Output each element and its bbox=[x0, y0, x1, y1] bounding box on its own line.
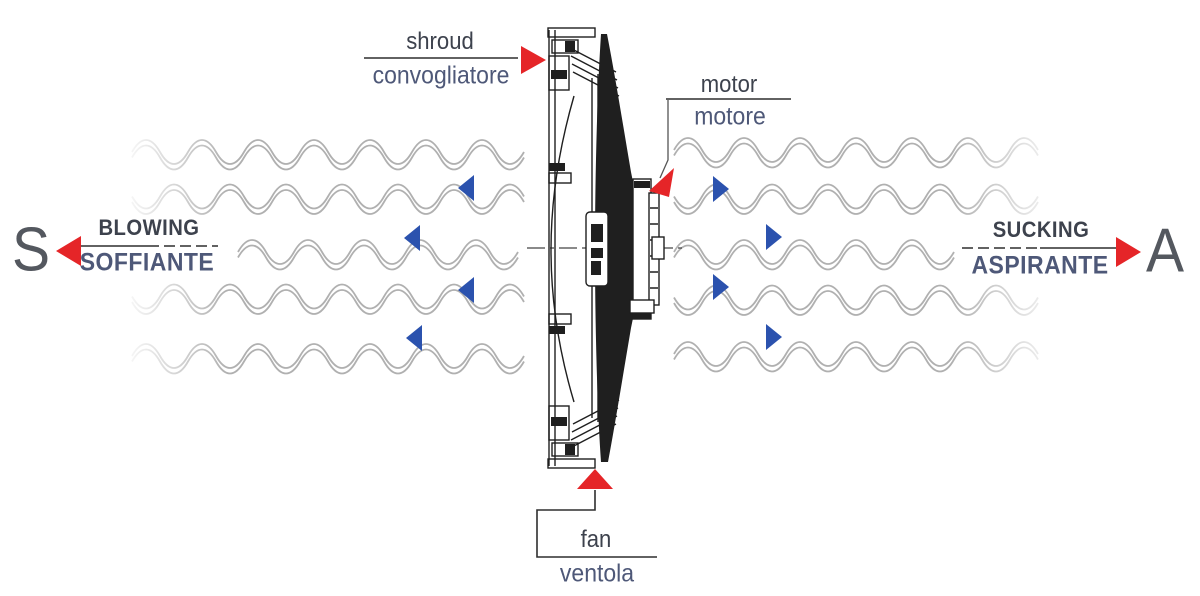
soffiante-label: SOFFIANTE bbox=[79, 248, 215, 277]
airflow-arrow-right-icon bbox=[766, 324, 782, 350]
motor-pointer-arrow-icon bbox=[649, 168, 674, 197]
letter-a: A bbox=[1145, 216, 1185, 286]
aspirante-label: ASPIRANTE bbox=[971, 251, 1109, 280]
airflow-arrow-left-icon bbox=[406, 325, 422, 351]
blowing-direction-arrow-icon bbox=[56, 236, 81, 266]
shroud-pointer-arrow-icon bbox=[521, 46, 546, 74]
airflow-arrow-left-icon bbox=[458, 175, 474, 201]
airflow-arrow-left-icon bbox=[404, 225, 420, 251]
airflow-arrow-right-icon bbox=[766, 224, 782, 250]
fan-pointer-line bbox=[536, 490, 657, 558]
fan-cross-section bbox=[547, 27, 665, 469]
fan-label-en: fan bbox=[580, 526, 612, 553]
motor-label-en: motor bbox=[700, 71, 758, 98]
fan-pointer-arrow-icon bbox=[577, 469, 613, 489]
airflow-arrows-right bbox=[713, 176, 782, 350]
airflow-arrow-right-icon bbox=[713, 274, 729, 300]
fan-label-it: ventola bbox=[559, 559, 635, 588]
airflow-arrows-left bbox=[404, 175, 474, 351]
letter-s: S bbox=[11, 215, 51, 285]
motor-label-it: motore bbox=[694, 102, 766, 131]
blowing-label: BLOWING bbox=[98, 215, 200, 240]
sucking-label: SUCKING bbox=[992, 217, 1090, 242]
motor-pointer-line bbox=[659, 98, 791, 179]
airflow-arrow-left-icon bbox=[458, 277, 474, 303]
wave-fade-right bbox=[950, 118, 1068, 380]
shroud-label-it: convogliatore bbox=[372, 61, 510, 90]
wave-fade-left bbox=[118, 126, 228, 382]
sucking-direction-arrow-icon bbox=[1116, 237, 1141, 267]
airflow-arrow-right-icon bbox=[713, 176, 729, 202]
shroud-label-en: shroud bbox=[406, 28, 474, 55]
